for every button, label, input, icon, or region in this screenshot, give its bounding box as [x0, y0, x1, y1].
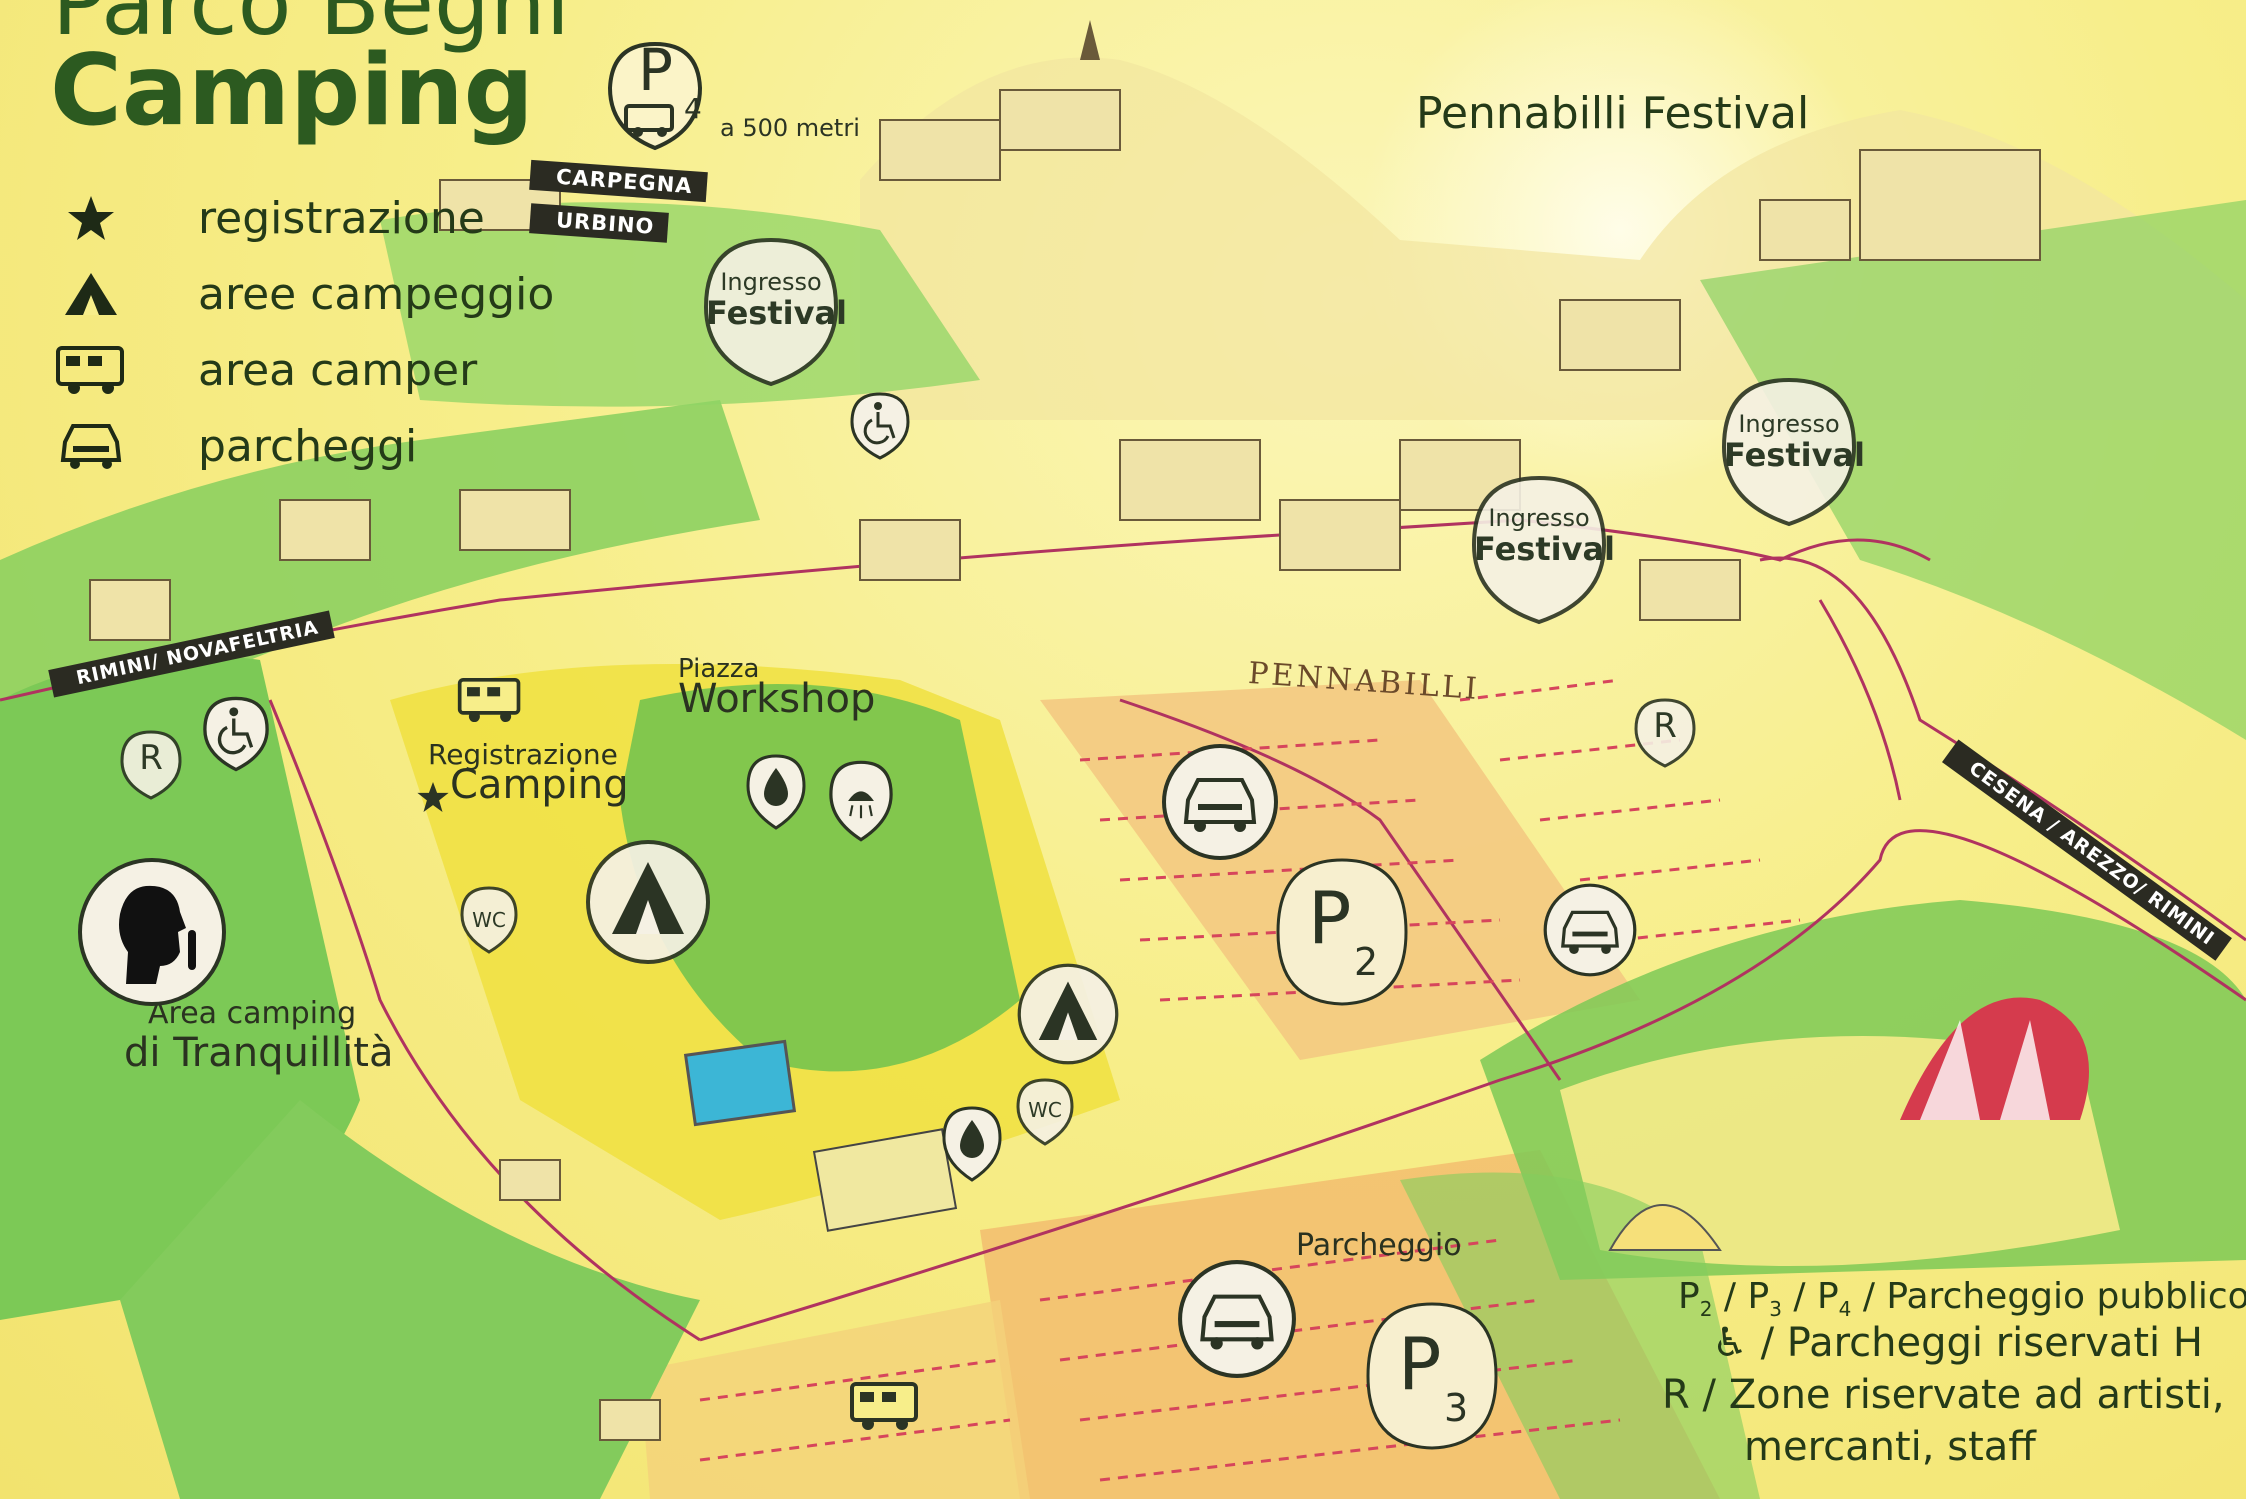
- hill-cross: [1080, 20, 1100, 60]
- entrance-label-3-line1: Ingresso: [1738, 410, 1840, 438]
- entrance-pin-3[interactable]: [1714, 372, 1864, 532]
- water-pin-2[interactable]: [940, 1104, 1004, 1184]
- woods-bottom-right: [1400, 1172, 1760, 1499]
- entrance-label-2-line2: Festival: [1474, 530, 1615, 568]
- parking-p4-distance: a 500 metri: [720, 114, 860, 142]
- entrance-label-1-line2: Festival: [706, 294, 847, 332]
- legend-camper-area: area camper: [48, 338, 477, 402]
- parking-p3-number: 3: [1444, 1386, 1469, 1430]
- legend-registration: registrazione: [48, 186, 485, 250]
- quiet-area-label-line1: Area camping: [148, 996, 357, 1031]
- accessibility-icon: ♿: [1712, 1320, 1748, 1366]
- parking-p4-number: 4: [684, 92, 702, 125]
- woods-upper-center: [380, 202, 980, 407]
- camper-icon[interactable]: [456, 676, 524, 724]
- legend-parking: parcheggi: [48, 414, 417, 478]
- car-parking-pin-2[interactable]: [1542, 882, 1638, 978]
- houses: [89, 89, 2041, 1441]
- wc-label-2: WC: [1028, 1098, 1062, 1122]
- parcheggio-label: Parcheggio: [1296, 1228, 1462, 1263]
- legend-label: parcheggi: [198, 420, 418, 472]
- parking-p2-pin[interactable]: [1270, 852, 1414, 1012]
- road-center: [1119, 698, 1562, 1081]
- wc-pin-1[interactable]: [458, 884, 520, 956]
- parking-p4-letter: P: [638, 36, 673, 104]
- map-title-line2: Camping: [50, 34, 534, 148]
- roads: [0, 518, 2246, 1342]
- parking-lower-left-area: [640, 1300, 1030, 1499]
- parking-p3-pin[interactable]: [1360, 1296, 1504, 1456]
- wc-label-1: WC: [472, 908, 506, 932]
- car-icon: [60, 424, 122, 469]
- road-lower: [699, 829, 2246, 1342]
- reserved-zone-label-2: R: [1653, 706, 1677, 746]
- circus-tent: [1900, 997, 2089, 1120]
- tent-icon: [65, 273, 117, 315]
- shower-pin[interactable]: [826, 758, 896, 844]
- festival-title: Pennabilli Festival: [1416, 88, 1810, 139]
- camper-icon: [56, 346, 124, 394]
- registration-label-line1: Registrazione: [428, 738, 618, 771]
- piazza-label-line1: Piazza: [678, 654, 760, 684]
- entrance-pin-2[interactable]: [1464, 470, 1614, 630]
- pool: [683, 1039, 797, 1127]
- road-left-loop: [268, 699, 701, 1342]
- entrance-label-3-line2: Festival: [1724, 436, 1865, 474]
- woods-right-upper: [1700, 200, 2246, 740]
- info-line-staff: mercanti, staff: [1744, 1424, 2036, 1470]
- parking-p2-number: 2: [1354, 940, 1379, 984]
- woods-bottom-left: [120, 1100, 700, 1499]
- accessible-parking-pin-1[interactable]: [848, 390, 912, 462]
- entrance-pin-1[interactable]: [696, 232, 846, 392]
- parking-p4-pin[interactable]: [600, 38, 710, 158]
- star-icon[interactable]: [416, 780, 450, 814]
- reserved-zone-label-1: R: [139, 738, 163, 778]
- small-tent: [1608, 1204, 1722, 1251]
- piazza-label-line2: Workshop: [678, 676, 876, 722]
- entrance-label-1-line1: Ingresso: [720, 268, 822, 296]
- camper-icon[interactable]: [848, 1380, 922, 1432]
- legend-label: area camper: [198, 344, 478, 396]
- car-parking-pin-1[interactable]: [1160, 742, 1280, 862]
- camper-icon: [624, 104, 674, 137]
- camping-area-pin-2[interactable]: [1016, 962, 1120, 1066]
- reserved-zone-pin-1[interactable]: [118, 728, 184, 802]
- water-pin-1[interactable]: [744, 752, 808, 832]
- parking-p3-letter: P: [1398, 1322, 1442, 1406]
- info-line-reserved-zones: R / Zone riservate ad artisti,: [1662, 1372, 2225, 1418]
- road-to-cesena: [1759, 556, 2246, 942]
- reserved-zone-pin-2[interactable]: [1632, 696, 1698, 770]
- parking-p2-letter: P: [1308, 876, 1352, 960]
- star-icon: [68, 196, 114, 240]
- wc-pin-2[interactable]: [1014, 1076, 1076, 1148]
- info-line-public-parking: P2 / P3 / P4 / Parcheggio pubblico: [1678, 1276, 2246, 1322]
- registration-label-line2: Camping: [450, 762, 629, 808]
- camping-area-pin-1[interactable]: [584, 838, 712, 966]
- entrance-label-2-line1: Ingresso: [1488, 504, 1590, 532]
- sports-field: [812, 1128, 958, 1232]
- car-parking-pin-3[interactable]: [1176, 1258, 1298, 1380]
- info-line-reserved-parking: ♿ / Parcheggi riservati H: [1712, 1320, 2203, 1366]
- quiet-area-label-line2: di Tranquillità: [124, 1030, 394, 1076]
- silence-icon[interactable]: [76, 856, 228, 1008]
- legend-label: aree campeggio: [198, 268, 555, 320]
- road-right: [1818, 599, 1902, 801]
- map-title-line1: Parco Begni: [52, 0, 571, 55]
- legend-label: registrazione: [198, 192, 485, 244]
- accessible-parking-pin-2[interactable]: [200, 694, 272, 774]
- legend-camping-areas: aree campeggio: [48, 262, 554, 326]
- woods-center: [620, 684, 1020, 1072]
